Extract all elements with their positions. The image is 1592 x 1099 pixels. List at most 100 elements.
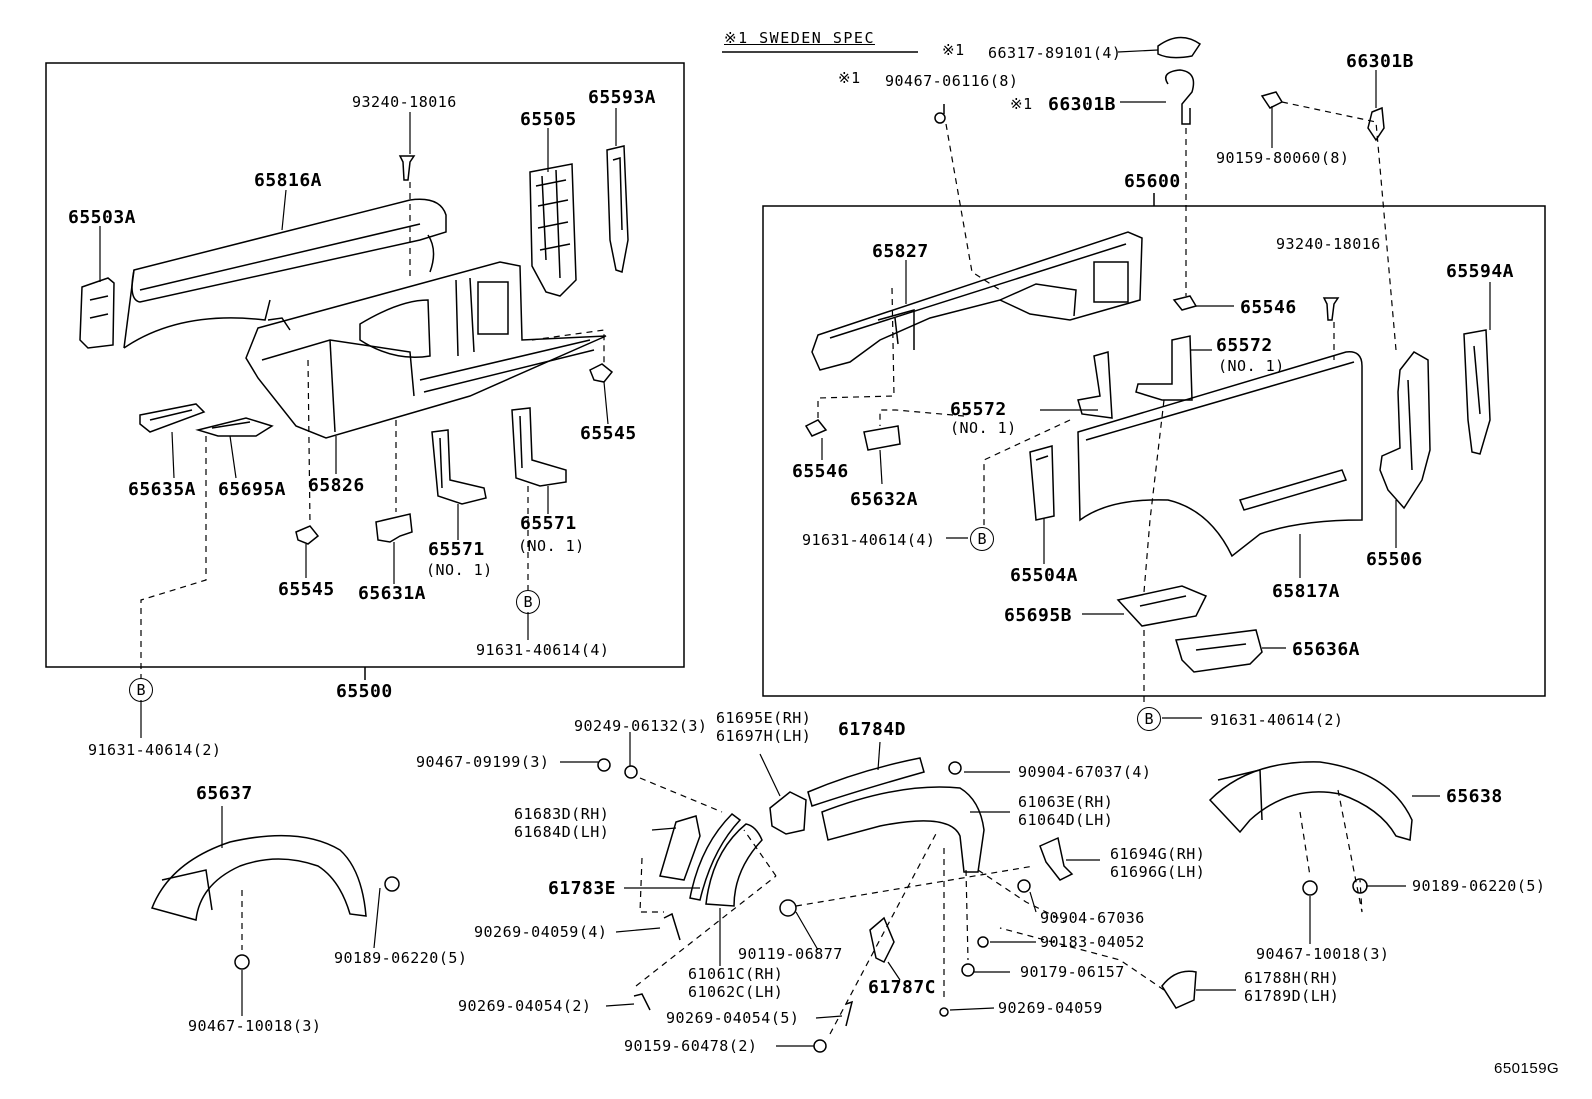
part-65545-right [589,363,614,383]
label-90159-60478: 90159-60478(2) [624,1037,758,1055]
callout-b-far-left: B [129,678,153,702]
label-90189-06220-left: 90189-06220(5) [334,949,468,967]
part-65638-liner [1208,761,1413,841]
label-65571-right: 65571 [520,513,577,534]
part-65593A [606,145,629,273]
part-65505 [529,163,577,297]
label-90269-04059: 90269-04059 [998,999,1103,1017]
part-90467-06116 [934,104,946,124]
label-90269-04054-5: 90269-04054(5) [666,1009,800,1027]
label-93240-18016-right: 93240-18016 [1276,235,1381,253]
catalog-code: 650159G [1494,1060,1560,1077]
part-65631A [375,513,413,543]
part-65695A [195,417,274,437]
part-65695B [1116,585,1208,627]
part-61695E-bracket [769,791,807,835]
label-65572-right: 65572 [1216,335,1273,356]
part-65637-liner [150,834,367,921]
part-61784D-molding [807,757,925,807]
label-65632A: 65632A [850,489,919,510]
label-90467-10018-left: 90467-10018(3) [188,1017,322,1035]
part-61783E [689,813,742,901]
part-65546-bottom [804,419,828,437]
part-65545-left [295,525,320,545]
part-61061C-flare [705,823,763,907]
sweden-spec-note: ※1 SWEDEN SPEC [724,29,875,47]
label-65635A: 65635A [128,479,197,500]
label-65827: 65827 [872,241,929,262]
label-65817A: 65817A [1272,581,1341,602]
label-65546-top: 65546 [1240,297,1297,318]
part-61788H-guard [1161,970,1197,1009]
label-90159-80060: 90159-80060(8) [1216,149,1350,167]
label-65637: 65637 [196,783,253,804]
label-65504A: 65504A [1010,565,1079,586]
label-61696G: 61696G(LH) [1110,863,1206,881]
label-61695E: 61695E(RH) [716,709,812,727]
part-66301B-clip [1367,106,1385,142]
label-90119-06877: 90119-06877 [738,945,843,963]
label-65571-right-note: (NO. 1) [518,537,585,555]
part-66317-89101-cap [1157,36,1202,59]
part-65504A [1029,445,1055,521]
label-65506: 65506 [1366,549,1423,570]
label-61063E: 61063E(RH) [1018,793,1114,811]
label-66317-89101: 66317-89101(4) [988,44,1122,62]
label-90249-06132: 90249-06132(3) [574,717,708,735]
part-61063E-flare [821,786,985,873]
part-61683D [659,815,701,881]
label-65631A: 65631A [358,583,427,604]
label-65636A: 65636A [1292,639,1361,660]
part-65826-inner-panel [245,261,607,439]
label-65695B: 65695B [1004,605,1073,626]
label-65638: 65638 [1446,786,1503,807]
part-93240-18016-left [398,155,416,181]
label-90467-09199: 90467-09199(3) [416,753,550,771]
label-61062C: 61062C(LH) [688,983,784,1001]
label-61064D: 61064D(LH) [1018,811,1114,829]
label-90189-06220-right: 90189-06220(5) [1412,877,1546,895]
label-90269-04054-2: 90269-04054(2) [458,997,592,1015]
label-65594A: 65594A [1446,261,1515,282]
label-65503A: 65503A [68,207,137,228]
callout-b-left-box: B [516,590,540,614]
left-assembly-frame [45,62,685,668]
label-90467-06116: 90467-06116(8) [885,72,1019,90]
label-61783E: 61783E [548,878,617,899]
callout-b-lower-right: B [1137,707,1161,731]
part-65636A [1175,629,1263,673]
label-65572-right-note: (NO. 1) [1218,357,1285,375]
label-61789D: 61789D(LH) [1244,987,1340,1005]
label-65500: 65500 [336,681,393,702]
label-66301B-b: 66301B [1346,51,1415,72]
label-91631-40614-4-left: 91631-40614(4) [476,641,610,659]
label-91631-40614-2-right: 91631-40614(2) [1210,711,1344,729]
label-90904-67037: 90904-67037(4) [1018,763,1152,781]
label-90179-06157: 90179-06157 [1020,963,1125,981]
label-65593A: 65593A [588,87,657,108]
part-65546-top [1172,295,1198,311]
label-65695A: 65695A [218,479,287,500]
label-61684D: 61684D(LH) [514,823,610,841]
part-65632A [863,425,901,451]
label-61784D: 61784D [838,719,907,740]
part-65503A [79,277,115,349]
part-66301B-tie-down [1165,69,1195,125]
label-65572-left: 65572 [950,399,1007,420]
label-66301B-a: 66301B [1048,94,1117,115]
part-65506 [1379,351,1431,510]
label-65571-left: 65571 [428,539,485,560]
label-65545-right: 65545 [580,423,637,444]
part-65635A [139,403,206,433]
label-90904-67036: 90904-67036 [1040,909,1145,927]
label-61788H: 61788H(RH) [1244,969,1340,987]
part-61787C-bracket [869,916,895,964]
label-65572-left-note: (NO. 1) [950,419,1017,437]
part-93240-18016-right [1322,297,1340,321]
label-65816A: 65816A [254,170,323,191]
part-65594A [1463,329,1491,455]
part-65571-right [511,407,567,487]
part-61694G-bracket [1039,836,1074,881]
label-91631-40614-4-right: 91631-40614(4) [802,531,936,549]
